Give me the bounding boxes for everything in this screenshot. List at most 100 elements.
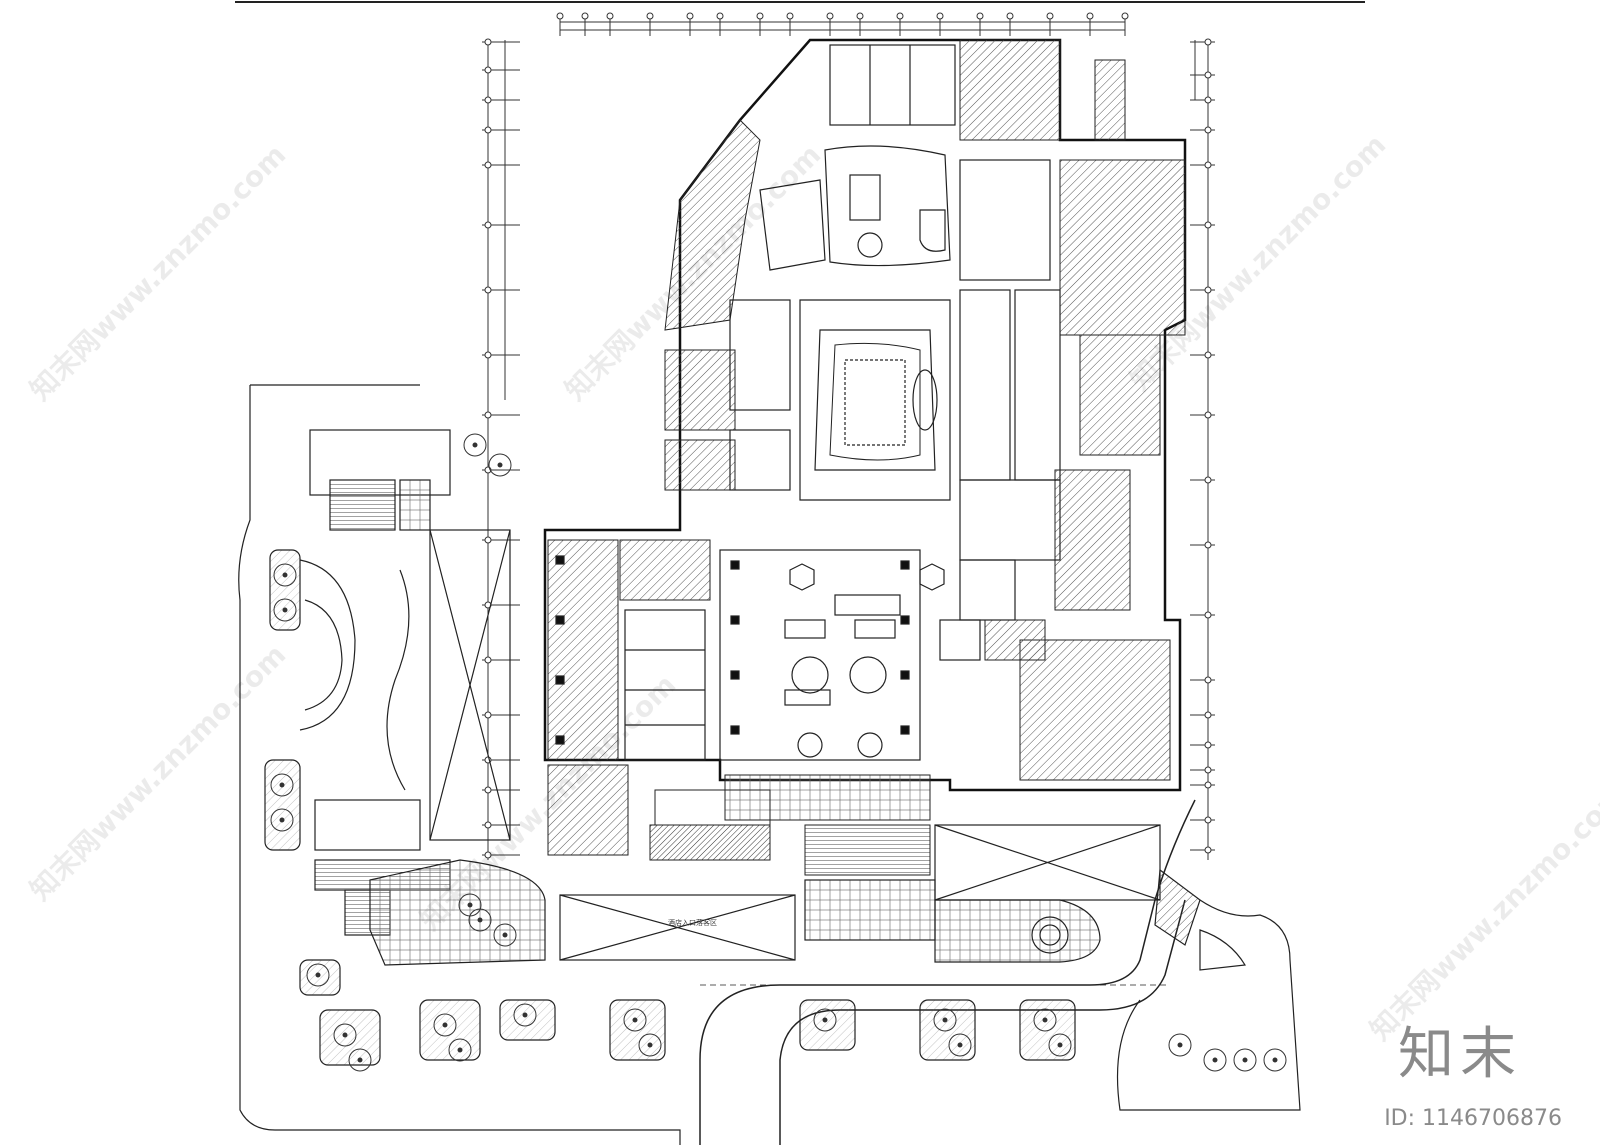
tree-trunk	[957, 1042, 963, 1048]
tree-trunk	[1212, 1057, 1218, 1063]
tree-canopy	[1033, 1008, 1057, 1032]
brand-logo: 知末	[1398, 1022, 1522, 1087]
tree-trunk	[472, 442, 478, 448]
grid-bubble	[484, 38, 492, 46]
grid-bubble	[646, 12, 654, 20]
grid-bubble	[484, 851, 492, 859]
tree-symbol	[1233, 1048, 1257, 1072]
tree-canopy	[273, 598, 297, 622]
grid-bubble	[484, 286, 492, 294]
planter-bed	[299, 959, 341, 996]
tree-symbol	[1048, 1033, 1072, 1057]
tree-symbol	[273, 563, 297, 587]
tree-trunk	[442, 1022, 448, 1028]
tree-trunk	[497, 462, 503, 468]
tree-symbol	[1033, 1008, 1057, 1032]
tree-symbol	[306, 963, 330, 987]
structural-column	[730, 725, 740, 735]
planter-bed	[419, 999, 481, 1061]
tree-trunk	[457, 1047, 463, 1053]
tree-canopy	[1263, 1048, 1287, 1072]
tree-trunk	[1242, 1057, 1248, 1063]
grid-bubble	[581, 12, 589, 20]
grid-bubble	[484, 161, 492, 169]
grid-bubble	[484, 536, 492, 544]
tree-trunk	[1057, 1042, 1063, 1048]
tree-canopy	[933, 1008, 957, 1032]
tree-canopy	[1048, 1033, 1072, 1057]
tree-symbol	[1263, 1048, 1287, 1072]
grid-bubble	[1204, 541, 1212, 549]
tree-trunk	[357, 1057, 363, 1063]
tree-symbol	[270, 773, 294, 797]
left-grid-axis	[482, 38, 520, 860]
tree-canopy	[623, 1008, 647, 1032]
grid-bubble	[896, 12, 904, 20]
structural-column	[900, 615, 910, 625]
central-atrium	[799, 299, 951, 501]
hatched-zones	[547, 39, 1186, 856]
tree-trunk	[477, 917, 483, 923]
tree-symbol	[1203, 1048, 1227, 1072]
grid-bubble	[1006, 12, 1014, 20]
grid-bubble	[484, 96, 492, 104]
grid-bubble	[484, 411, 492, 419]
grid-bubble	[1204, 351, 1212, 359]
upper-lounge	[759, 145, 951, 271]
structural-column	[555, 615, 565, 625]
structural-column	[730, 670, 740, 680]
grid-bubble	[1204, 611, 1212, 619]
grid-bubble	[1121, 12, 1129, 20]
tree-canopy	[813, 1008, 837, 1032]
tree-canopy	[948, 1033, 972, 1057]
grid-bubble	[1204, 766, 1212, 774]
tree-trunk	[279, 782, 285, 788]
interior-walls	[624, 44, 1061, 761]
tree-canopy	[458, 893, 482, 917]
west-garden	[238, 384, 681, 1145]
entrance-paving	[649, 774, 931, 876]
structural-column	[900, 670, 910, 680]
tree-canopy	[638, 1033, 662, 1057]
planters	[264, 549, 1076, 1066]
grid-bubble	[1046, 12, 1054, 20]
grid-bubble	[1204, 161, 1212, 169]
grid-bubble	[1204, 781, 1212, 789]
trees	[270, 433, 1287, 1072]
tree-trunk	[282, 572, 288, 578]
planter-bed	[269, 549, 301, 631]
tree-trunk	[632, 1017, 638, 1023]
tree-symbol	[270, 808, 294, 832]
grid-bubble	[484, 821, 492, 829]
grid-bubble	[484, 221, 492, 229]
grid-bubble	[856, 12, 864, 20]
tree-symbol	[273, 598, 297, 622]
grid-bubble	[936, 12, 944, 20]
grid-bubble	[1204, 476, 1212, 484]
asset-id: ID: 1146706876	[1384, 1106, 1562, 1131]
tree-trunk	[942, 1017, 948, 1023]
tree-trunk	[522, 1012, 528, 1018]
tree-trunk	[1272, 1057, 1278, 1063]
tree-canopy	[493, 923, 517, 947]
grid-bubble	[826, 12, 834, 20]
tree-symbol	[933, 1008, 957, 1032]
grid-bubble	[976, 12, 984, 20]
building-outline	[543, 38, 1187, 792]
tree-symbol	[348, 1048, 372, 1072]
top-dimension-line	[556, 12, 1129, 36]
grid-bubble	[1204, 71, 1212, 79]
grid-bubble	[686, 12, 694, 20]
grid-bubble	[484, 66, 492, 74]
grid-bubble	[606, 12, 614, 20]
structural-column	[900, 560, 910, 570]
grid-bubble	[1204, 286, 1212, 294]
tree-canopy	[348, 1048, 372, 1072]
grid-bubble	[1204, 816, 1212, 824]
planter-bed	[264, 759, 301, 851]
tree-canopy	[1203, 1048, 1227, 1072]
tree-symbol	[513, 1003, 537, 1027]
grid-bubble	[1204, 126, 1212, 134]
structural-column	[900, 725, 910, 735]
